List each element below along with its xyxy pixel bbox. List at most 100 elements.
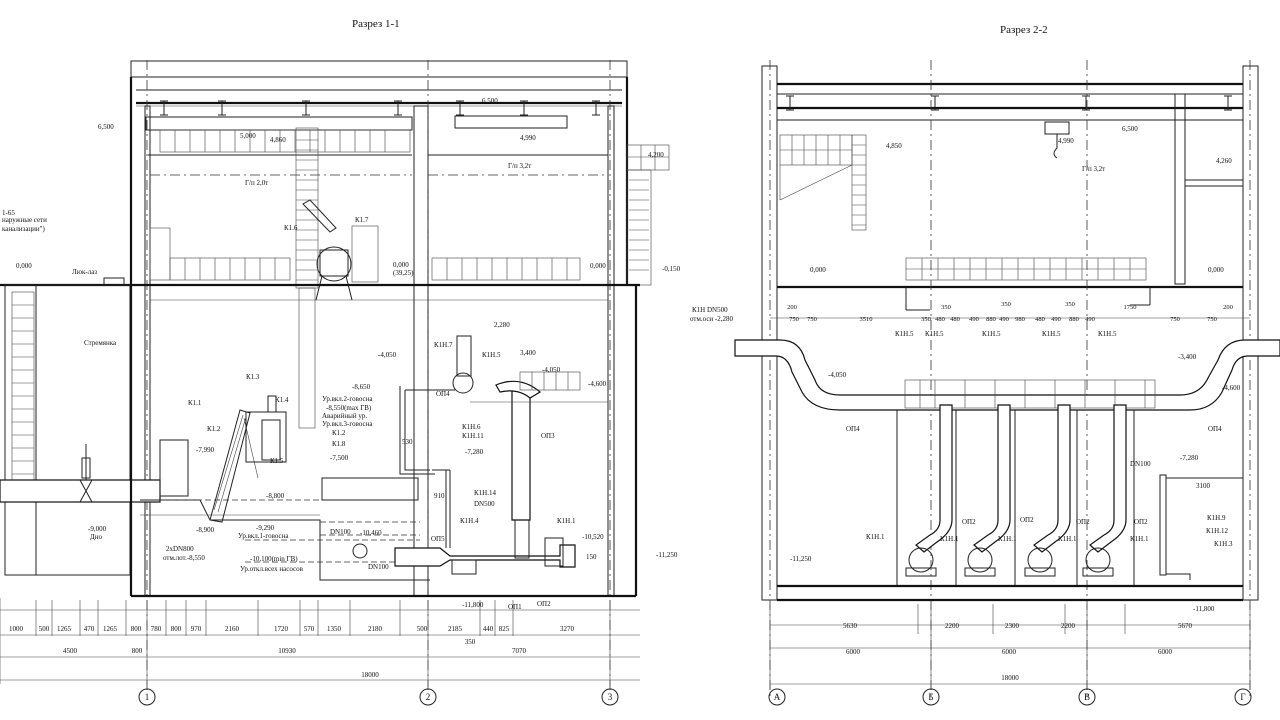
dimension-value: 480 bbox=[950, 316, 960, 323]
dimension-value: 800 bbox=[132, 647, 143, 655]
elevation-mark: 6,500 bbox=[98, 123, 114, 131]
dimension-value: 2185 bbox=[448, 625, 463, 633]
equipment-label: DN500 bbox=[474, 500, 495, 508]
equipment-label: К1Н.5 bbox=[482, 351, 501, 359]
elevation-mark: -9,000 bbox=[88, 525, 107, 533]
equipment-label: К1.2 bbox=[332, 429, 346, 437]
equipment-label: К1Н.1 bbox=[866, 533, 885, 541]
equipment-label: Люк-лаз bbox=[72, 268, 97, 276]
axis-marker: Г bbox=[1240, 692, 1245, 702]
equipment-label: 1-65 bbox=[2, 209, 15, 217]
equipment-label: К1Н.5 bbox=[982, 330, 1001, 338]
dimension-value: 440 bbox=[483, 625, 494, 633]
equipment-label: Г/п 2,0т bbox=[245, 179, 268, 187]
equipment-label: К1.1 bbox=[188, 399, 202, 407]
equipment-label: 530 bbox=[402, 438, 413, 446]
equipment-label: Г/п 3,2т bbox=[1082, 165, 1105, 173]
elevation-mark: -11,250 bbox=[656, 551, 678, 559]
dimension-value: 570 bbox=[304, 625, 315, 633]
dimension-value: 750 bbox=[807, 316, 817, 323]
elevation-mark: 6,500 bbox=[1122, 125, 1138, 133]
equipment-label: ОП2 bbox=[1020, 516, 1034, 524]
equipment-label: К1Н DN500 bbox=[692, 306, 728, 314]
elevation-mark: -8,900 bbox=[196, 526, 215, 534]
elevation-mark: 3,400 bbox=[520, 349, 536, 357]
dimension-value: 5670 bbox=[1178, 622, 1193, 630]
dimension-value: 10930 bbox=[278, 647, 296, 655]
elevation-mark: 0,000 bbox=[16, 262, 32, 270]
dimension-value: 800 bbox=[171, 625, 182, 633]
elevation-mark: 4,860 bbox=[270, 136, 286, 144]
elevation-mark: -8,800 bbox=[266, 492, 285, 500]
equipment-label: К1.4 bbox=[275, 396, 289, 404]
dimension-value: 200 bbox=[787, 304, 797, 311]
equipment-label: ОП2 bbox=[962, 518, 976, 526]
elevation-mark: -8,550(max ГВ) bbox=[326, 404, 372, 412]
equipment-label: Ур.вкл.2-говосна bbox=[322, 395, 373, 403]
dimension-value: 3510 bbox=[860, 316, 873, 323]
equipment-label: Ур.откл.всех насосов bbox=[240, 565, 304, 573]
axis-marker: А bbox=[774, 692, 781, 702]
equipment-label: К1Н.7 bbox=[434, 341, 453, 349]
dimension-value: 6000 bbox=[1158, 648, 1173, 656]
dimension-value: 18000 bbox=[1001, 674, 1019, 682]
dimension-value: 1265 bbox=[103, 625, 118, 633]
dimension-value: 470 bbox=[84, 625, 95, 633]
equipment-label: ОП1 bbox=[508, 603, 522, 611]
elevation-mark: -7,990 bbox=[196, 446, 215, 454]
elevation-mark: 4,850 bbox=[886, 142, 902, 150]
elevation-mark: -7,500 bbox=[330, 454, 349, 462]
elevation-mark: 5,000 bbox=[240, 132, 256, 140]
elevation-mark: -7,280 bbox=[465, 448, 484, 456]
elevation-mark: -0,150 bbox=[662, 265, 681, 273]
elevation-mark: (39,25) bbox=[393, 269, 414, 277]
equipment-label: ОП4 bbox=[1208, 425, 1222, 433]
equipment-label: ОП2 bbox=[1076, 518, 1090, 526]
elevation-mark: 2,280 bbox=[494, 321, 510, 329]
elevation-mark: отм.оси -2,280 bbox=[690, 315, 734, 323]
equipment-label: К1Н.1 bbox=[940, 535, 959, 543]
dimension-value: 2200 bbox=[945, 622, 960, 630]
equipment-label: Г/п 3,2т bbox=[508, 162, 531, 170]
equipment-label: Ур.вкл.3-говосна bbox=[322, 420, 373, 428]
elevation-mark: -9,290 bbox=[256, 524, 275, 532]
axis-marker: Б bbox=[928, 692, 933, 702]
equipment-label: К1Н.12 bbox=[1206, 527, 1228, 535]
equipment-label: К1Н.9 bbox=[1207, 514, 1226, 522]
section-1-title: Разрез 1-1 bbox=[352, 18, 400, 30]
equipment-label: ОП2 bbox=[537, 600, 551, 608]
elevation-mark: 4,260 bbox=[1216, 157, 1232, 165]
equipment-label: К1Н.1 bbox=[557, 517, 576, 525]
axis-marker: 3 bbox=[608, 692, 613, 702]
elevation-mark: 4,200 bbox=[648, 151, 664, 159]
elevation-mark: -10,460 bbox=[360, 529, 382, 537]
dimension-value: 2180 bbox=[368, 625, 383, 633]
elevation-mark: -4,050 bbox=[378, 351, 397, 359]
elevation-mark: -4,600 bbox=[588, 380, 607, 388]
equipment-label: К1.7 bbox=[355, 216, 369, 224]
elevation-mark: 0,000 bbox=[590, 262, 606, 270]
dimension-value: 1350 bbox=[327, 625, 342, 633]
elevation-mark: 0,000 bbox=[393, 261, 409, 269]
equipment-label: Дно bbox=[90, 533, 103, 541]
dimension-value: 1265 bbox=[57, 625, 72, 633]
dimension-value: 880 bbox=[1069, 316, 1079, 323]
equipment-label: К1Н.1 bbox=[1058, 535, 1077, 543]
elevation-mark: 6,500 bbox=[482, 97, 498, 105]
equipment-label: DN100 bbox=[330, 528, 351, 536]
axis-marker: В bbox=[1084, 692, 1090, 702]
elevation-mark: -8,650 bbox=[352, 383, 371, 391]
equipment-label: 910 bbox=[434, 492, 445, 500]
equipment-label: наружные сети bbox=[2, 216, 47, 224]
dimension-value: 7070 bbox=[512, 647, 527, 655]
equipment-label: 150 bbox=[586, 553, 597, 561]
dimension-value: 500 bbox=[417, 625, 428, 633]
dimension-value: 490 bbox=[969, 316, 979, 323]
dimension-value: 6000 bbox=[846, 648, 861, 656]
section-2-title: Разрез 2-2 bbox=[1000, 24, 1048, 36]
equipment-label: К1.3 bbox=[246, 373, 260, 381]
dimension-value: 490 bbox=[1085, 316, 1095, 323]
equipment-label: ОП4 bbox=[846, 425, 860, 433]
elevation-mark: -11,250 bbox=[790, 555, 812, 563]
